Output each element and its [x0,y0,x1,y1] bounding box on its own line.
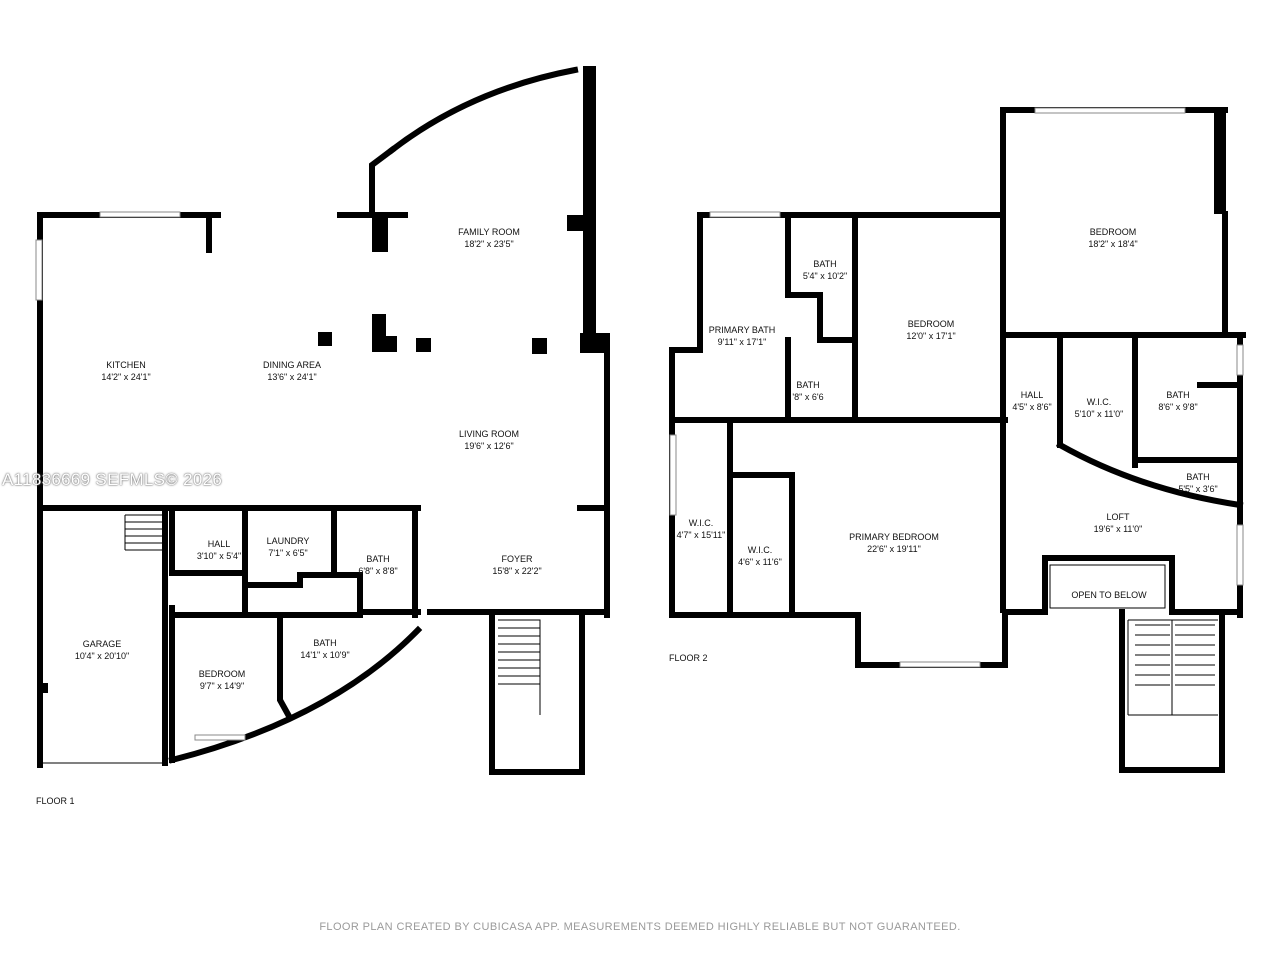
room-label-foyer: FOYER 15'8" x 22'2" [492,554,542,576]
room-label-bath-top: BATH 5'4" x 10'2" [802,259,848,281]
room-label-living-room: LIVING ROOM 19'6" x 12'6" [458,429,520,451]
floor-2-label: FLOOR 2 [669,653,708,663]
room-label-kitchen: KITCHEN 14'2" x 24'1" [101,360,151,382]
room-label-hall-floor2: HALL 4'5" x 8'6" [1012,390,1052,412]
floor-1-label: FLOOR 1 [36,796,75,806]
room-label-primary-bedroom: PRIMARY BEDROOM 22'6" x 19'11" [849,532,939,554]
room-label-primary-bath: PRIMARY BATH 9'11" x 17'1" [708,325,776,347]
room-label-wic-b: W.I.C. 4'7" x 15'11" [676,518,726,540]
room-label-bath-small: BATH '8" x 6'6 [792,380,824,402]
room-label-bath-f: BATH 5'5" x 3'6" [1178,472,1218,494]
room-label-laundry: LAUNDRY 7'1" x 6'5" [266,536,310,558]
room-label-bedroom-mid: BEDROOM 12'0" x 17'1" [906,319,956,341]
disclaimer-footer: FLOOR PLAN CREATED BY CUBICASA APP. MEAS… [319,921,961,933]
room-label-dining-area: DINING AREA 13'6" x 24'1" [262,360,322,382]
room-label-bedroom-floor1: BEDROOM 9'7" x 14'9" [198,669,246,691]
stair-treads-floor-1 [498,627,540,685]
room-label-bedroom-ne: BEDROOM 18'2" x 18'4" [1088,227,1138,249]
room-label-bath-floor1-a: BATH 6'8" x 8'8" [358,554,398,576]
room-label-loft: LOFT 19'6" x 11'0" [1093,512,1143,534]
room-label-garage: GARAGE 10'4" x 20'10" [74,639,130,661]
room-label-open-to-below: OPEN TO BELOW [1071,590,1147,600]
room-label-wic-a: W.I.C. 5'10" x 11'0" [1074,397,1124,419]
floor-2-walls [669,107,1246,773]
room-label-hall: HALL 3'10" x 5'4" [196,539,242,561]
room-label-wic-c: W.I.C. 4'6" x 11'6" [738,545,782,567]
room-label-bath-e: BATH 8'6" x 9'8" [1158,390,1198,412]
room-label-bath-floor1-b: BATH 14'1" x 10'9" [300,638,350,660]
floor-1-walls [35,66,610,775]
room-label-family-room: FAMILY ROOM 18'2" x 23'5" [458,227,520,249]
mls-watermark: A11836669 SEFMLS© 2026 [2,470,223,489]
